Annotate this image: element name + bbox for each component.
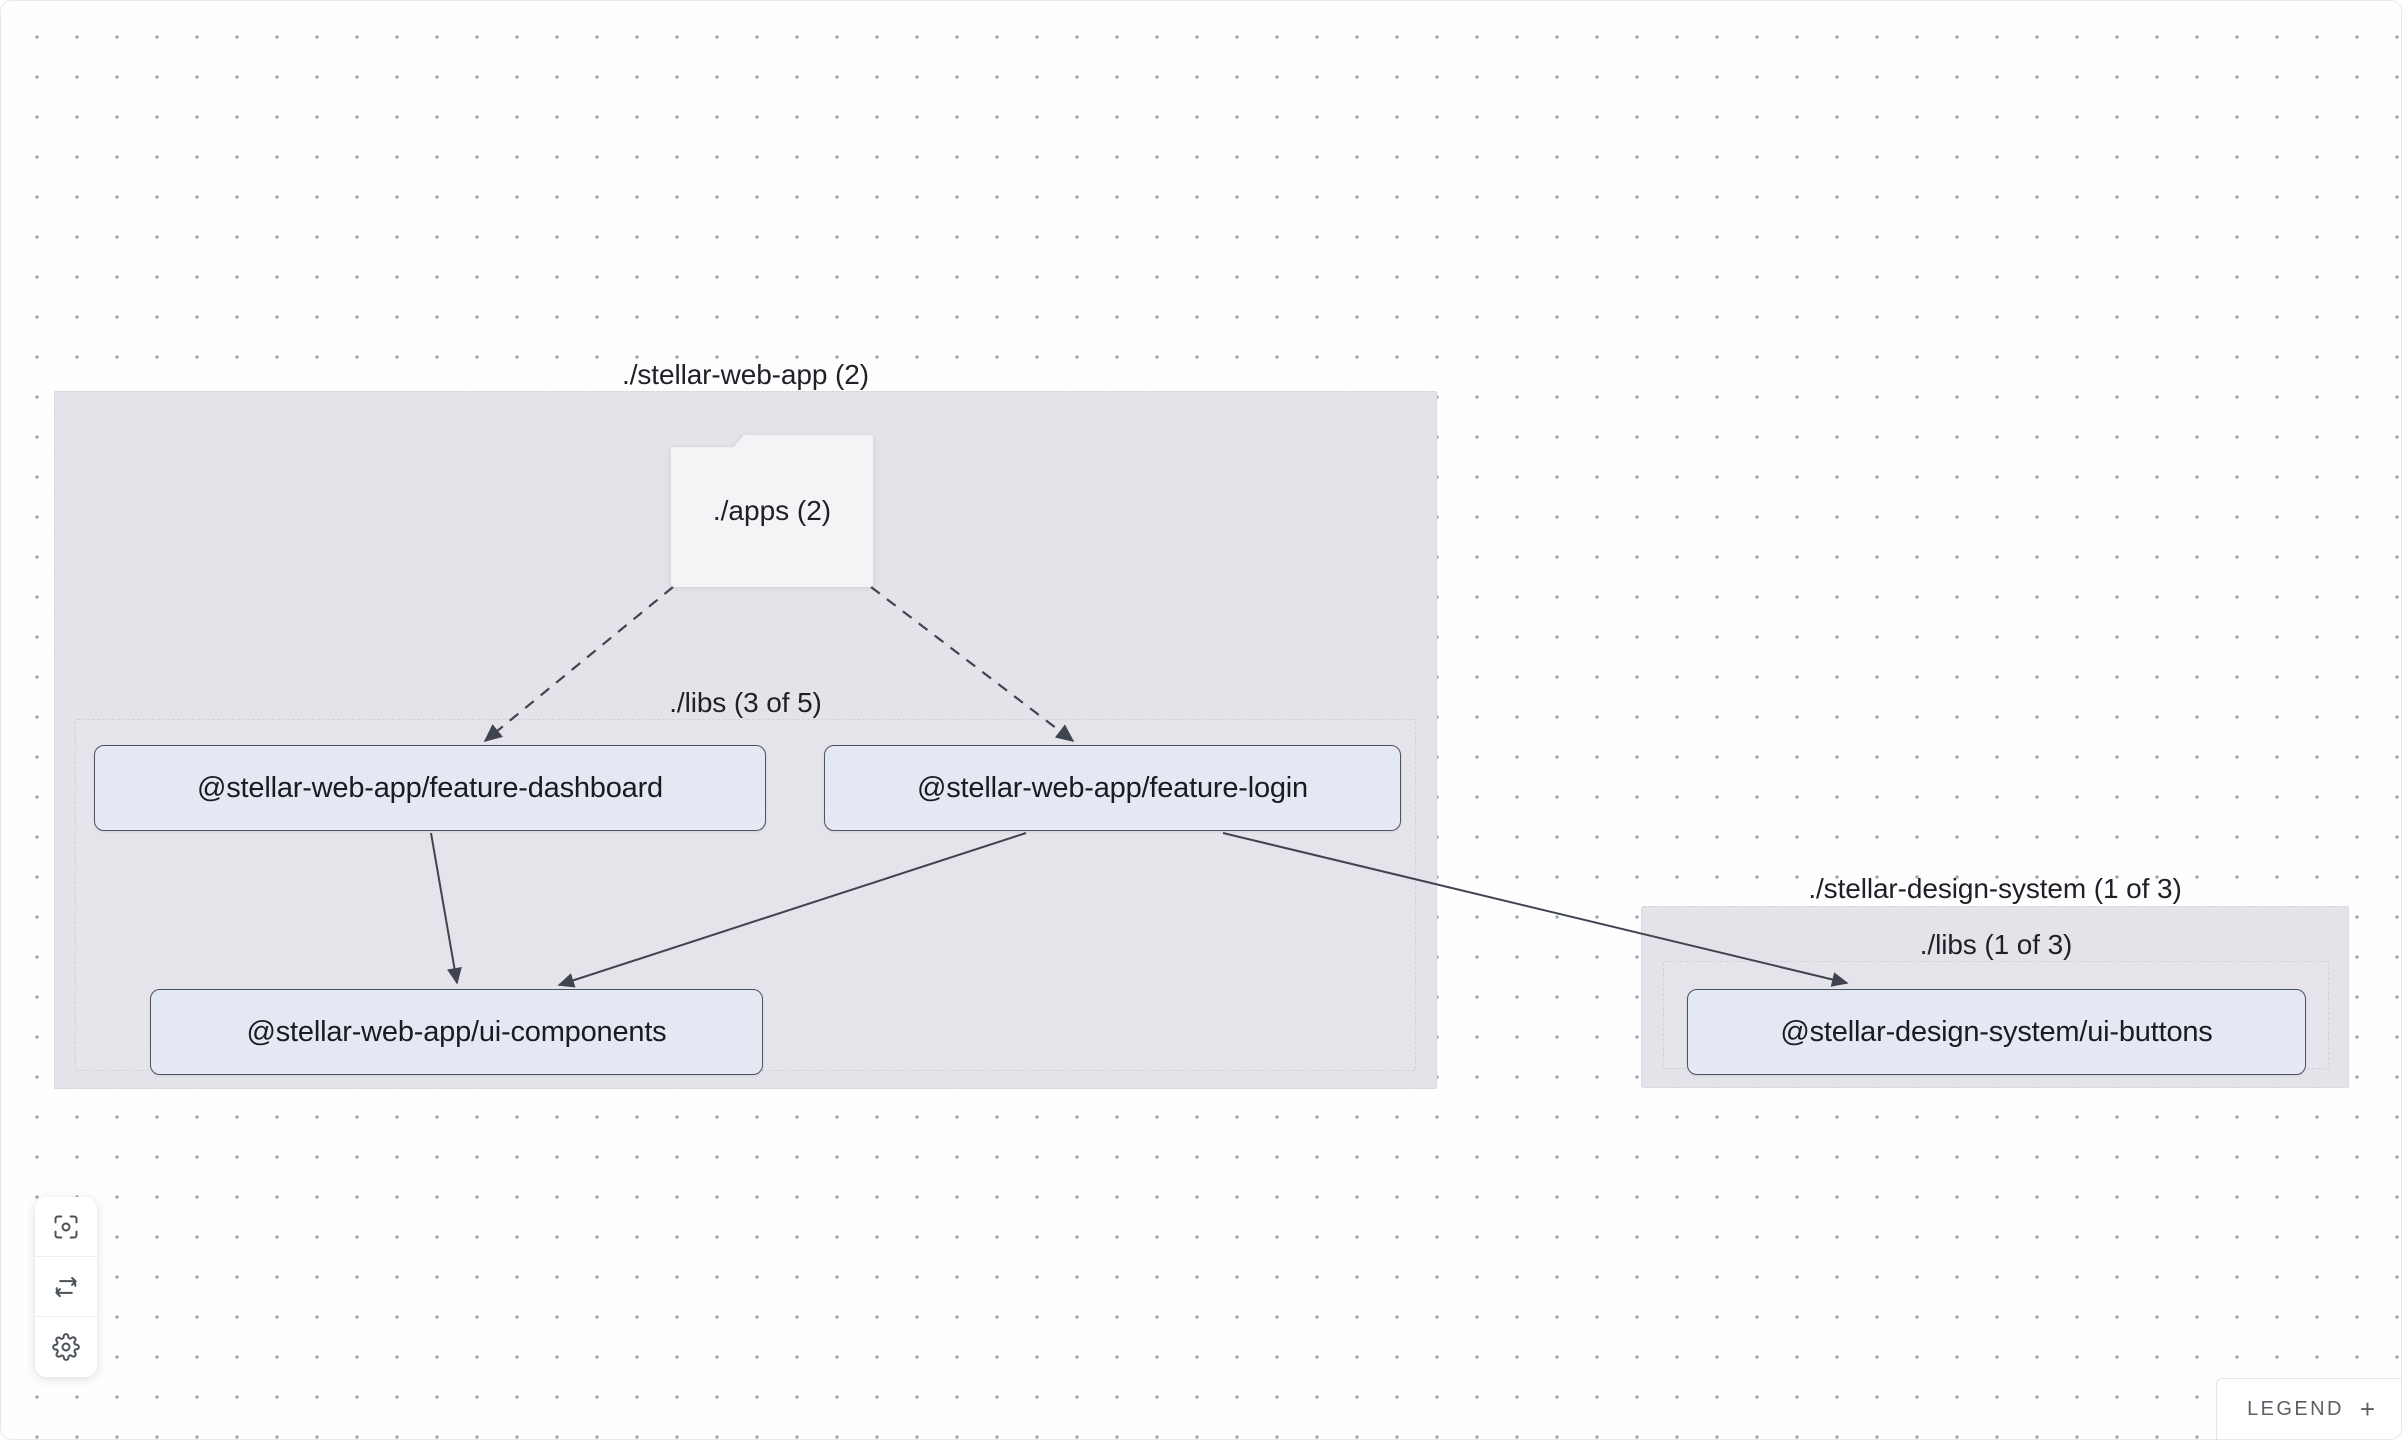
group-title-stellar-design-system-libs: ./libs (1 of 3) (1919, 929, 2073, 960)
group-title-stellar-design-system: ./stellar-design-system (1 of 3) (1808, 873, 2182, 904)
project-node-label: @stellar-web-app/feature-login (917, 771, 1308, 804)
project-node-feature-dashboard[interactable]: @stellar-web-app/feature-dashboard (94, 745, 766, 831)
gear-icon (52, 1333, 80, 1361)
refresh-cycle-icon (52, 1273, 80, 1301)
group-title-stellar-web-app-libs: ./libs (3 of 5) (669, 687, 822, 718)
project-node-feature-login[interactable]: @stellar-web-app/feature-login (824, 745, 1401, 831)
canvas-controls-toolbar[interactable] (35, 1197, 97, 1377)
project-node-ui-buttons[interactable]: @stellar-design-system/ui-buttons (1687, 989, 2306, 1075)
graph-settings-button[interactable] (35, 1317, 97, 1377)
refresh-graph-button[interactable] (35, 1257, 97, 1317)
folder-node-label: ./apps (2) (712, 495, 832, 526)
legend-toggle[interactable]: LEGEND + (2216, 1378, 2401, 1439)
focus-graph-button[interactable] (35, 1197, 97, 1257)
folder-shape (671, 435, 873, 587)
project-node-label: @stellar-web-app/feature-dashboard (197, 771, 663, 804)
project-node-label: @stellar-web-app/ui-components (246, 1015, 667, 1048)
project-node-label: @stellar-design-system/ui-buttons (1780, 1015, 2213, 1048)
focus-target-icon (52, 1213, 80, 1241)
legend-label: LEGEND (2247, 1397, 2344, 1420)
project-node-ui-components[interactable]: @stellar-web-app/ui-components (150, 989, 763, 1075)
folder-node-apps[interactable]: ./apps (2) (671, 435, 873, 587)
plus-icon: + (2359, 1394, 2375, 1424)
group-title-stellar-web-app: ./stellar-web-app (2) (622, 359, 869, 390)
